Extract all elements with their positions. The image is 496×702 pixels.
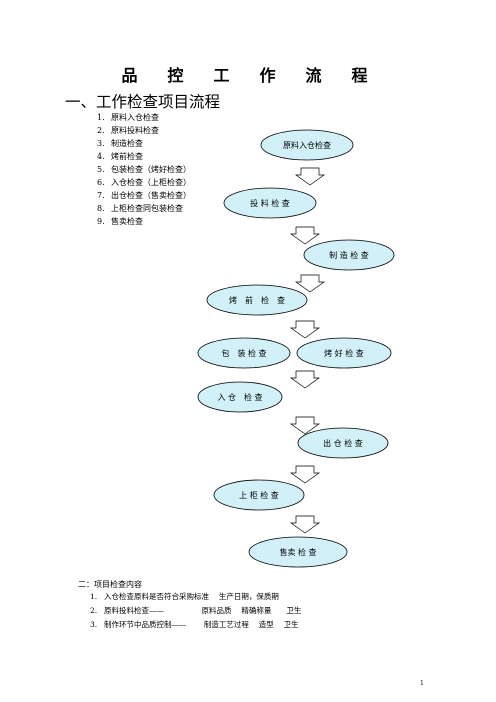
list-item: 3.制作环节中品质控制—— 制造工艺过程 造型 卫生 <box>90 620 299 629</box>
section-heading-content: 二：项目检查内容 <box>78 580 142 589</box>
flow-node-warehouse-out: 出 仓 检 查 <box>297 427 389 459</box>
down-arrow-icon <box>294 167 326 186</box>
list-item: 1.入仓检查原料是否符合采购标准 生产日期，保质期 <box>90 592 279 601</box>
flow-node-label: 包 装 检 查 <box>221 348 266 358</box>
flow-node-feeding: 投 料 检 查 <box>223 187 317 219</box>
flow-node-warehouse-in: 入 仓 检 查 <box>197 381 283 413</box>
list-item: 4.烤前检查 <box>97 152 143 161</box>
flow-node-baked: 烤 好 检 查 <box>296 337 392 369</box>
down-arrow-icon <box>289 416 321 435</box>
flow-node-counter: 上 柜 检 查 <box>213 479 305 511</box>
down-arrow-icon <box>289 515 321 534</box>
list-item: 2.原料投料检查 <box>97 126 159 135</box>
list-item: 2.原料投料检查—— 原料品质 精确称量 卫生 <box>90 606 302 615</box>
list-item: 3.制造检查 <box>97 139 143 148</box>
down-arrow-icon <box>289 226 321 245</box>
page-title: 品 控 工 作 流 程 <box>121 66 375 85</box>
down-arrow-icon <box>289 320 321 339</box>
flow-node-sales: 售卖 检 查 <box>248 536 348 568</box>
section-heading-flow: 一、工作检查项目流程 <box>65 93 221 111</box>
down-arrow-icon <box>289 370 321 389</box>
list-item: 6.入仓检查（上柜检查） <box>97 178 191 187</box>
page-number: 1 <box>420 680 424 687</box>
list-item: 5.包装检查（烤好检查） <box>97 165 191 174</box>
flow-node-label: 烤 前 检 查 <box>229 295 285 305</box>
flow-node-raw-receiving: 原料入仓检查 <box>260 129 354 161</box>
list-item: 8.上柜检查同包装检查 <box>97 204 183 213</box>
flow-node-label: 入 仓 检 查 <box>217 392 262 402</box>
flow-node-label: 上 柜 检 查 <box>239 490 279 500</box>
flow-node-label: 烤 好 检 查 <box>324 348 364 358</box>
flow-node-label: 制 造 检 查 <box>329 250 369 260</box>
flow-node-label: 出 仓 检 查 <box>323 438 363 448</box>
down-arrow-icon <box>289 465 321 484</box>
flow-node-manufacturing: 制 造 检 查 <box>303 239 395 271</box>
flow-node-label: 原料入仓检查 <box>283 140 331 150</box>
flow-node-pre-baking: 烤 前 检 查 <box>206 284 308 316</box>
list-item: 1.原料入仓检查 <box>97 113 159 122</box>
down-arrow-icon <box>294 274 326 293</box>
flow-node-label: 售卖 检 查 <box>279 547 316 557</box>
flow-node-packaging: 包 装 检 查 <box>197 337 291 369</box>
list-item: 7.出仓检查（售卖检查） <box>97 191 191 200</box>
flow-node-label: 投 料 检 查 <box>250 198 290 208</box>
list-item: 9.售卖检查 <box>97 217 143 226</box>
